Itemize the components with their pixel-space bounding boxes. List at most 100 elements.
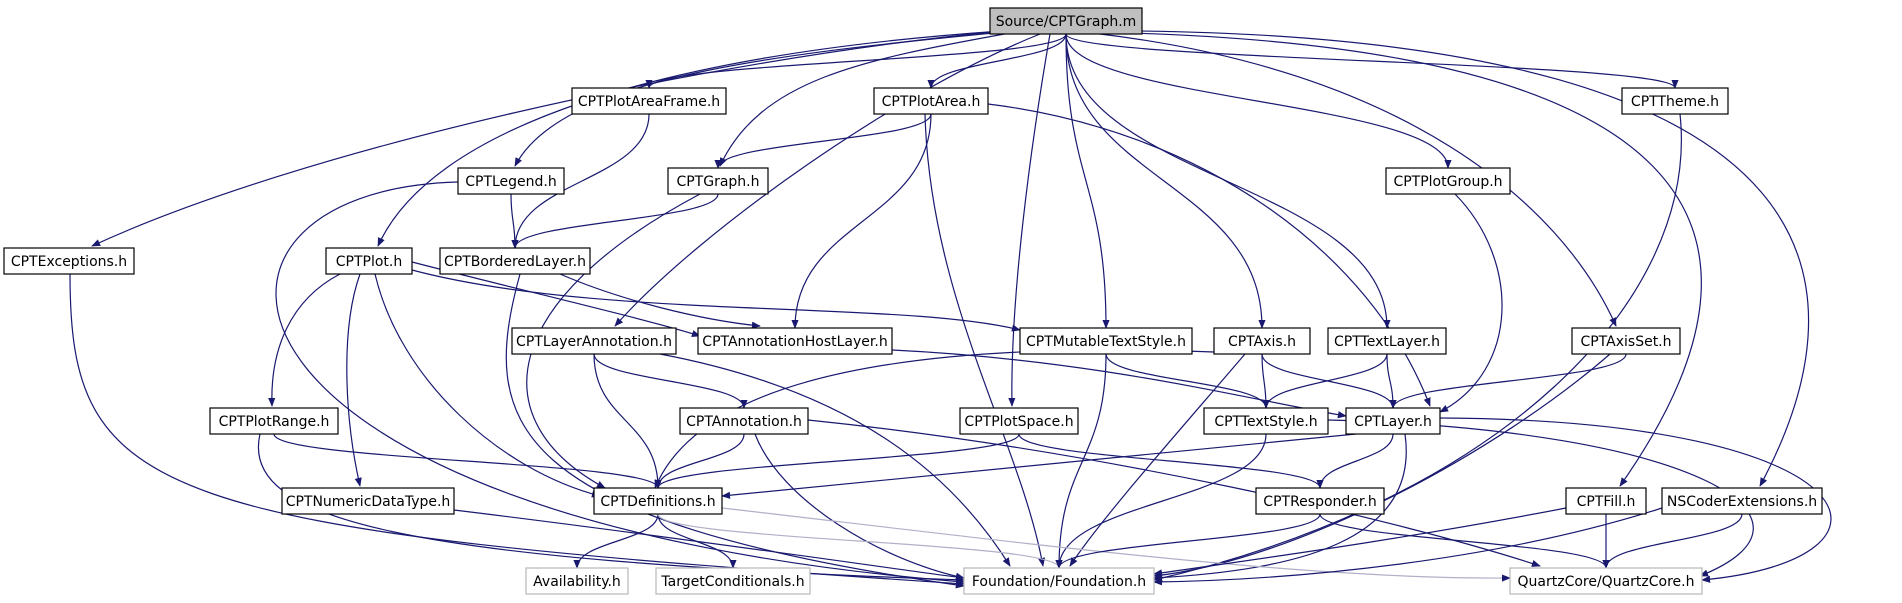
node-box (667, 167, 769, 195)
edge-root-to-fill (1129, 32, 1702, 487)
edge-plotspace-to-responder (1018, 433, 1324, 489)
edge-responder-to-quartzcore (1319, 513, 1610, 569)
node-textlayer[interactable]: CPTTextLayer.h (1327, 327, 1447, 355)
edge-plotspace-to-definitions (654, 433, 1020, 489)
node-layer[interactable]: CPTLayer.h (1345, 407, 1441, 435)
edge-definitions-to-quartzcore (721, 507, 1511, 582)
edge-definitions-to-availability (573, 513, 659, 569)
node-box (959, 407, 1079, 435)
node-label: CPTMutableTextStyle.h (1026, 334, 1186, 350)
node-plotrange[interactable]: CPTPlotRange.h (209, 407, 339, 435)
edge-annotation-to-quartzcore (807, 419, 1541, 567)
edge-plotgroup-to-layer (1439, 193, 1503, 413)
node-box (989, 7, 1143, 35)
edge-plotarea-to-graph (714, 113, 932, 169)
node-box (873, 87, 989, 115)
node-nscoder[interactable]: NSCoderExtensions.h (1661, 487, 1823, 515)
edge-layerannotation-to-definitions (593, 353, 662, 489)
node-definitions[interactable]: CPTDefinitions.h (593, 487, 723, 515)
node-box (679, 407, 809, 435)
node-label: CPTLayerAnnotation.h (516, 334, 672, 350)
node-box (1565, 487, 1647, 515)
edge-layer-to-foundation (1153, 433, 1407, 582)
edge-root-to-axis (1065, 33, 1266, 329)
node-borderedlayer[interactable]: CPTBorderedLayer.h (439, 247, 591, 275)
node-label: CPTDefinitions.h (600, 494, 715, 510)
node-box (1621, 87, 1729, 115)
edge-plotrange-to-definitions (273, 433, 662, 489)
node-annotation[interactable]: CPTAnnotation.h (679, 407, 809, 435)
edge-root-to-graph (719, 32, 1011, 167)
node-box (209, 407, 339, 435)
node-graph[interactable]: CPTGraph.h (667, 167, 769, 195)
edge-root-to-theme (1065, 33, 1679, 89)
edge-nscoder-to-foundation (1153, 507, 1663, 586)
node-plot[interactable]: CPTPlot.h (325, 247, 413, 275)
node-box (1019, 327, 1193, 355)
node-textstyle[interactable]: CPTTextStyle.h (1203, 407, 1329, 435)
edge-borderedlayer-to-foundation (505, 273, 965, 589)
node-plotspace[interactable]: CPTPlotSpace.h (959, 407, 1079, 435)
node-layerannotation[interactable]: CPTLayerAnnotation.h (511, 327, 677, 355)
edge-definitions-to-targetconditionals (657, 513, 737, 569)
node-label: CPTPlotSpace.h (964, 414, 1073, 430)
node-label: CPTLayer.h (1354, 414, 1432, 430)
edge-responder-to-foundation (1055, 513, 1321, 569)
edge-root-to-exceptions (91, 30, 1003, 247)
node-label: Source/CPTGraph.m (996, 14, 1137, 30)
edge-annotationhostlayer-to-layer (891, 349, 1347, 419)
edge-root-to-plotspace (1008, 33, 1051, 407)
edge-plotareaframe-to-borderedlayer (511, 113, 650, 249)
node-label: Availability.h (533, 574, 621, 590)
node-label: CPTPlotArea.h (882, 94, 981, 110)
edge-root-to-layerannotation (614, 33, 1041, 327)
edge-axis-to-foundation (1069, 353, 1246, 567)
node-theme[interactable]: CPTTheme.h (1621, 87, 1729, 115)
node-label: CPTTheme.h (1631, 94, 1719, 110)
edge-plotarea-to-layer (987, 103, 1431, 407)
edge-root-to-axisset (1099, 33, 1617, 327)
edge-borderedlayer-to-annotationhostlayer (559, 273, 761, 329)
node-box (593, 487, 723, 515)
node-box (697, 327, 893, 355)
node-axis[interactable]: CPTAxis.h (1213, 327, 1311, 355)
edge-plot-to-numericdatatype (346, 273, 362, 487)
edge-layerannotation-to-annotation (593, 353, 748, 409)
node-responder[interactable]: CPTResponder.h (1255, 487, 1385, 515)
node-label: CPTAxisSet.h (1580, 334, 1671, 350)
edge-annotation-to-foundation (754, 433, 965, 580)
node-mutabletextstyle[interactable]: CPTMutableTextStyle.h (1019, 327, 1193, 355)
node-exceptions[interactable]: CPTExceptions.h (3, 247, 135, 275)
node-box (1509, 567, 1703, 595)
edge-textlayer-to-textstyle (1262, 353, 1388, 409)
node-legend[interactable]: CPTLegend.h (457, 167, 565, 195)
node-fill[interactable]: CPTFill.h (1565, 487, 1647, 515)
edge-layerannotation-to-foundation (659, 353, 1011, 567)
node-label: CPTAxis.h (1228, 334, 1296, 350)
node-label: CPTGraph.h (676, 174, 759, 190)
edge-graph-to-borderedlayer (511, 193, 719, 249)
edge-root-to-plotarea (927, 33, 1067, 89)
node-box (1255, 487, 1385, 515)
node-label: CPTPlotRange.h (219, 414, 330, 430)
node-numericdatatype[interactable]: CPTNumericDataType.h (281, 487, 455, 515)
node-annotationhostlayer[interactable]: CPTAnnotationHostLayer.h (697, 327, 893, 355)
node-box (1571, 327, 1681, 355)
node-root[interactable]: Source/CPTGraph.m (989, 7, 1143, 35)
node-axisset[interactable]: CPTAxisSet.h (1571, 327, 1681, 355)
edge-theme-to-foundation (1153, 113, 1682, 582)
node-box (281, 487, 455, 515)
node-box (655, 567, 811, 595)
node-label: CPTResponder.h (1263, 494, 1376, 510)
node-box (511, 327, 677, 355)
node-plotareaframe[interactable]: CPTPlotAreaFrame.h (571, 87, 727, 115)
node-plotarea[interactable]: CPTPlotArea.h (873, 87, 989, 115)
node-label: CPTAnnotationHostLayer.h (702, 334, 887, 350)
node-plotgroup[interactable]: CPTPlotGroup.h (1385, 167, 1511, 195)
edge-plotarea-to-foundation (924, 113, 1046, 567)
edge-legend-to-borderedlayer (510, 193, 519, 249)
node-targetconditionals: TargetConditionals.h (655, 567, 811, 595)
edge-layer-to-definitions (721, 433, 1357, 499)
